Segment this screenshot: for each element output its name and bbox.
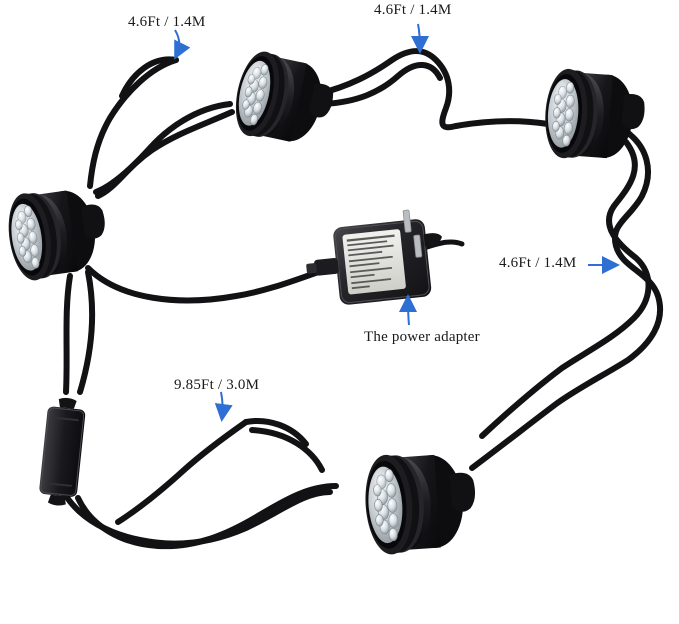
- label-cable-len-bottom: 9.85Ft / 3.0M: [174, 377, 260, 393]
- label-cable-len-top-left: 4.6Ft / 1.4M: [128, 14, 206, 30]
- cable-group: [63, 48, 664, 550]
- label-cable-len-mid-right: 4.6Ft / 1.4M: [499, 255, 577, 271]
- lamp-left: [2, 182, 113, 284]
- power-adapter: [306, 209, 442, 305]
- lamp-top-left: [228, 47, 341, 153]
- label-cable-len-top-right: 4.6Ft / 1.4M: [374, 2, 452, 18]
- label-power-adapter: The power adapter: [364, 329, 480, 345]
- lamp-bottom: [361, 448, 480, 557]
- inline-driver-box: [39, 397, 86, 506]
